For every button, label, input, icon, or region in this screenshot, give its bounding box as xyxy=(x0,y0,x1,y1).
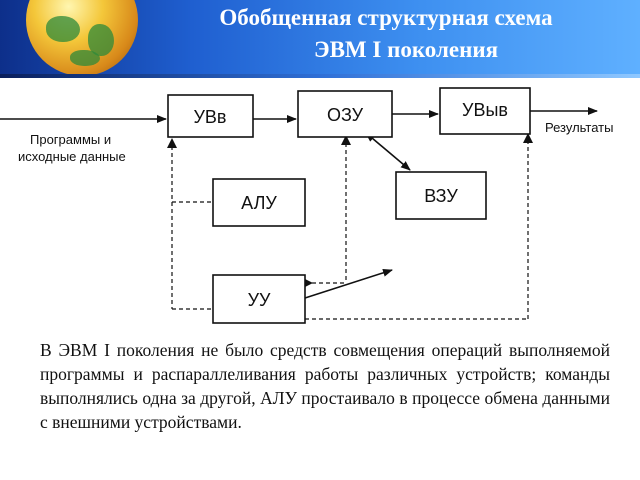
input-label-line-2: исходные данные xyxy=(18,149,126,164)
title-line-2: ЭВМ I поколения xyxy=(313,37,499,62)
label-alu: АЛУ xyxy=(241,193,277,213)
block-vzu xyxy=(395,171,487,220)
structure-diagram: УВв ОЗУ УВыв АЛУ ВЗУ УУ Программы и исхо… xyxy=(0,87,613,324)
label-ozu: ОЗУ xyxy=(327,105,364,125)
block-ozu xyxy=(297,90,393,138)
page-title: Обобщенная структурная схема ЭВМ I покол… xyxy=(140,2,632,66)
label-uvv: УВв xyxy=(193,107,226,127)
block-uvyv xyxy=(439,87,531,135)
header-divider xyxy=(0,74,640,78)
input-label-line-1: Программы и xyxy=(30,132,111,147)
description-paragraph: В ЭВМ I поколения не было средств совмещ… xyxy=(40,340,610,432)
vzu-to-uu-arrow xyxy=(304,268,393,299)
block-alu xyxy=(212,178,306,227)
block-uu xyxy=(212,274,306,324)
title-line-1: Обобщенная структурная схема xyxy=(219,5,553,30)
output-label: Результаты xyxy=(545,120,613,135)
control-lines xyxy=(171,140,529,320)
label-vzu: ВЗУ xyxy=(424,186,458,206)
label-uu: УУ xyxy=(248,290,271,310)
block-uvv xyxy=(167,94,254,138)
globe-icon xyxy=(26,0,138,76)
label-uvyv: УВыв xyxy=(462,100,508,120)
ozu-vzu-arrow xyxy=(365,132,411,171)
header-banner: Обобщенная структурная схема ЭВМ I покол… xyxy=(0,0,640,78)
